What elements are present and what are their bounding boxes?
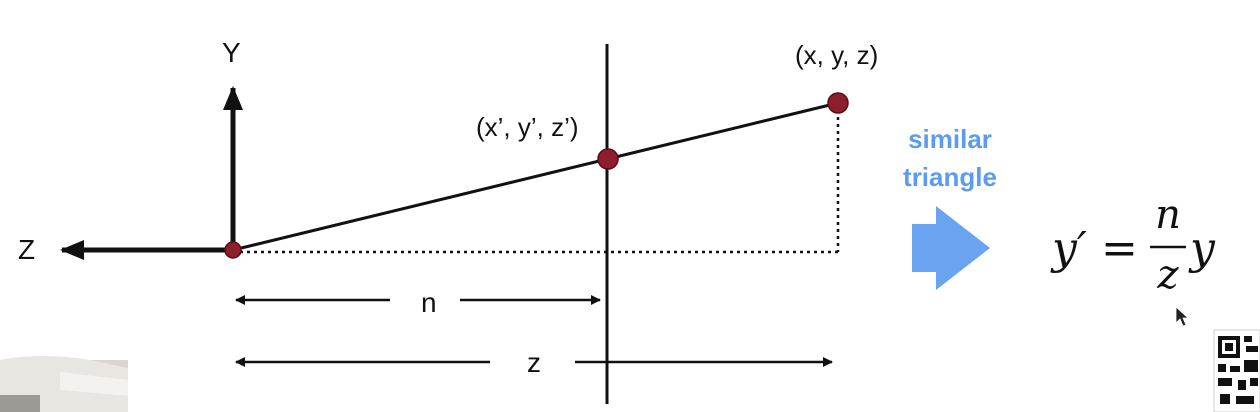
formula-equals: =	[1101, 223, 1138, 274]
n-distance-label: n	[421, 287, 437, 318]
original-point-label: (x, y, z)	[795, 40, 878, 70]
projected-point	[597, 148, 619, 170]
projected-point-label: (x’, y’, z’)	[476, 112, 579, 142]
eye-point	[224, 241, 242, 259]
projection-ray	[232, 101, 839, 252]
formula-lhs: y′	[1050, 223, 1087, 274]
right-arrow-icon	[912, 206, 990, 290]
original-point	[827, 92, 849, 114]
z-distance-label: z	[527, 347, 541, 378]
formula-denominator: z	[1156, 252, 1179, 298]
annotation-line-1: similar	[908, 124, 992, 154]
formula-numerator: n	[1155, 192, 1181, 238]
annotation-line-2: triangle	[903, 162, 997, 192]
webcam-overlay	[0, 356, 128, 412]
z-axis-label: Z	[18, 234, 35, 265]
y-axis-label: Y	[222, 37, 241, 68]
mouse-cursor-icon	[1175, 306, 1190, 327]
qr-code-icon	[1213, 329, 1260, 412]
formula-rhs: y	[1188, 223, 1216, 274]
